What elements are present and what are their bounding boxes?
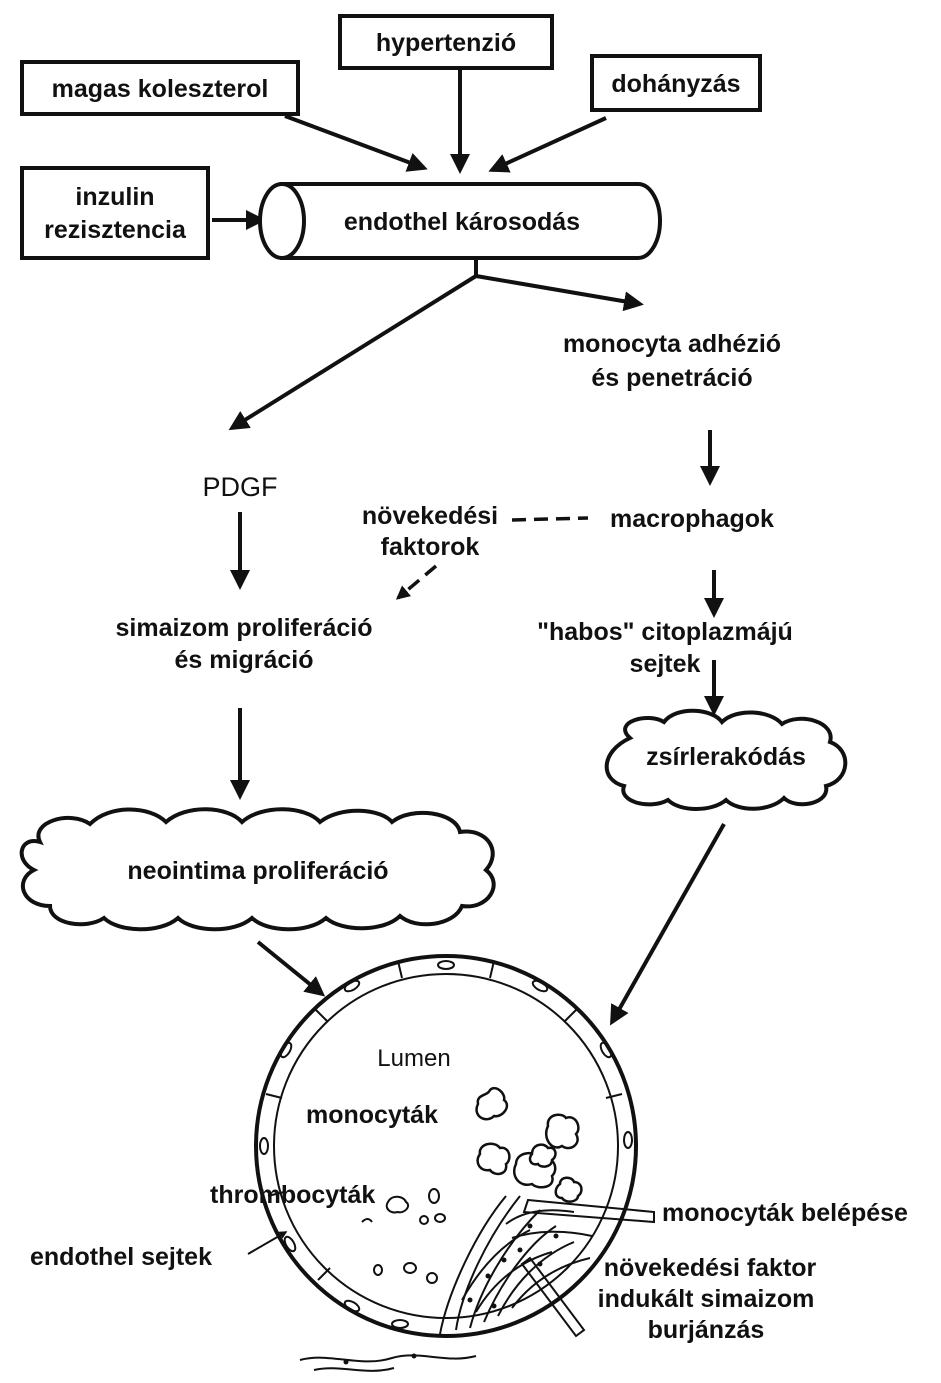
monocyte-entry-label: monocyták belépése: [662, 1199, 908, 1227]
arrow-to-monocyte-adhesion: [475, 274, 644, 312]
arrow-smoking: [488, 116, 607, 173]
endothelial-cells-label: endothel sejtek: [30, 1243, 212, 1271]
arrow-cholesterol: [284, 114, 428, 172]
risk-factor-insulin-resistance: inzulin rezisztencia: [20, 166, 210, 260]
wall-segment-lines: [265, 960, 623, 1281]
risk-factor-cholesterol: magas koleszterol: [20, 60, 300, 116]
platelet-cells: [361, 1188, 446, 1284]
arrow-neointima-to-vessel: [256, 940, 326, 997]
pointer-endothelial-cells: [247, 1231, 288, 1255]
cholesterol-label: magas koleszterol: [52, 75, 269, 103]
insulin-label-line2: rezisztencia: [44, 216, 187, 244]
smooth-muscle-line1: simaizom proliferáció: [115, 614, 372, 642]
hypertension-label: hypertenzió: [376, 29, 516, 57]
vessel-outer-wall: [254, 954, 638, 1338]
vessel-cross-section: Lumen monocyták thrombocyták endothel se…: [30, 954, 638, 1372]
endothel-damage-label: endothel károsodás: [344, 208, 580, 236]
monocytes-label: monocyták: [306, 1101, 438, 1129]
arrow-to-pdgf: [228, 274, 478, 431]
foam-cells-line1: "habos" citoplazmájú: [537, 618, 793, 646]
lumen-label: Lumen: [377, 1045, 450, 1072]
foam-cells-line2: sejtek: [630, 650, 701, 678]
monocyte-adhesion-line1: monocyta adhézió: [563, 330, 781, 358]
vessel-inner-wall: [273, 973, 619, 1319]
smooth-muscle-nuclei: [343, 1223, 559, 1365]
smooth-muscle-line2: és migráció: [175, 646, 314, 674]
growth-factors-line2: faktorok: [381, 533, 480, 561]
insulin-label-line1: inzulin: [75, 183, 154, 211]
growth-factors-line1: növekedési: [362, 502, 498, 530]
risk-factor-hypertension: hypertenzió: [338, 14, 554, 70]
macrophages-label: macrophagok: [610, 505, 774, 533]
fat-deposit-cloud: zsírlerakódás: [604, 708, 848, 811]
monocyte-cells: [475, 1086, 583, 1203]
neointima-cloud: neointima proliferáció: [19, 807, 496, 932]
gf-label-line3: burjánzás: [648, 1316, 765, 1344]
pointer-monocyte-entry: [522, 1198, 655, 1224]
endothel-damage-cylinder: endothel károsodás: [258, 182, 662, 260]
fat-deposit-label: zsírlerakódás: [646, 743, 806, 771]
gf-label-line2: indukált simaizom: [598, 1285, 815, 1313]
arrow-fat-to-vessel: [610, 823, 726, 1026]
pointer-growth-factor: [520, 1256, 586, 1338]
neointima-label: neointima proliferáció: [127, 857, 388, 885]
smoking-label: dohányzás: [611, 70, 740, 98]
platelets-label: thrombocyták: [210, 1181, 375, 1209]
dashed-link-macrophages: [511, 516, 589, 522]
risk-factor-smoking: dohányzás: [590, 54, 762, 112]
monocyte-adhesion-line2: és penetráció: [591, 364, 752, 392]
pdgf-label: PDGF: [202, 472, 277, 502]
dashed-arrow-growth-factors: [395, 564, 438, 600]
gf-label-line1: növekedési faktor: [604, 1254, 817, 1282]
endothelial-cell-nuclei: [259, 960, 633, 1329]
